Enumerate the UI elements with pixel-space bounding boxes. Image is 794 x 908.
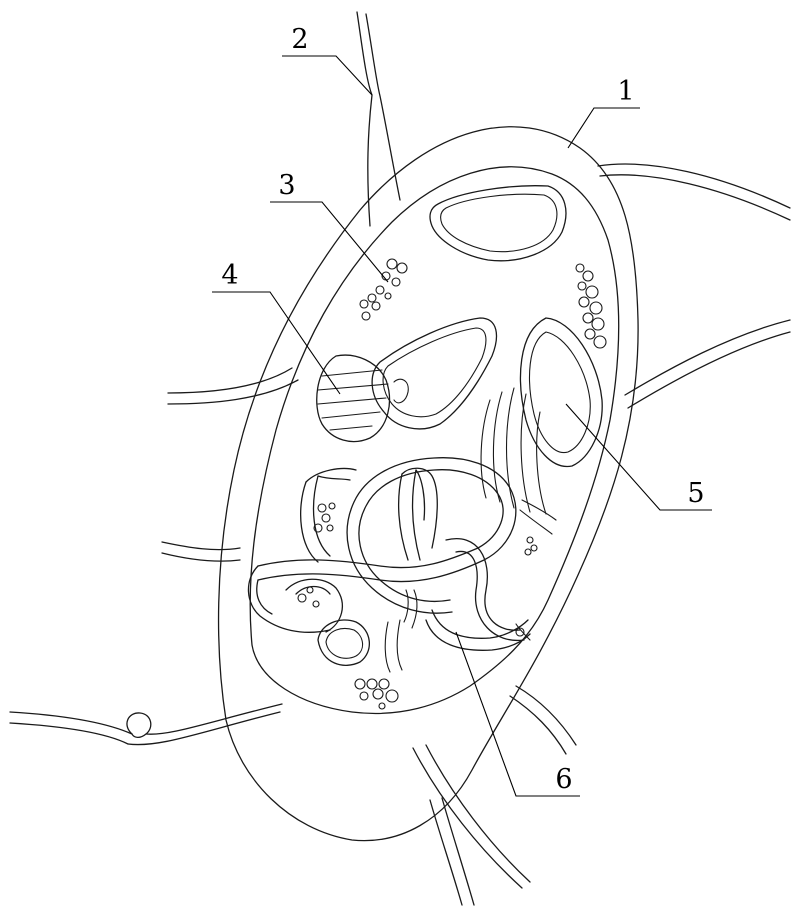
label-6: 6 xyxy=(555,764,572,795)
leader-2 xyxy=(282,56,372,95)
label-3: 3 xyxy=(278,170,295,201)
label-4: 4 xyxy=(221,260,238,291)
label-5: 5 xyxy=(687,478,704,509)
leader-3 xyxy=(270,202,388,282)
label-2: 2 xyxy=(291,24,308,55)
pili xyxy=(10,12,790,905)
cell-membrane xyxy=(250,167,619,714)
label-1: 1 xyxy=(617,76,634,107)
vacuole-top xyxy=(430,186,566,261)
striped-inclusion xyxy=(317,355,390,441)
oval-inclusion xyxy=(521,318,603,466)
leader-1 xyxy=(568,108,640,148)
vacuole-middle xyxy=(372,318,496,429)
cell-wall xyxy=(219,127,639,841)
leader-lines xyxy=(212,56,712,796)
